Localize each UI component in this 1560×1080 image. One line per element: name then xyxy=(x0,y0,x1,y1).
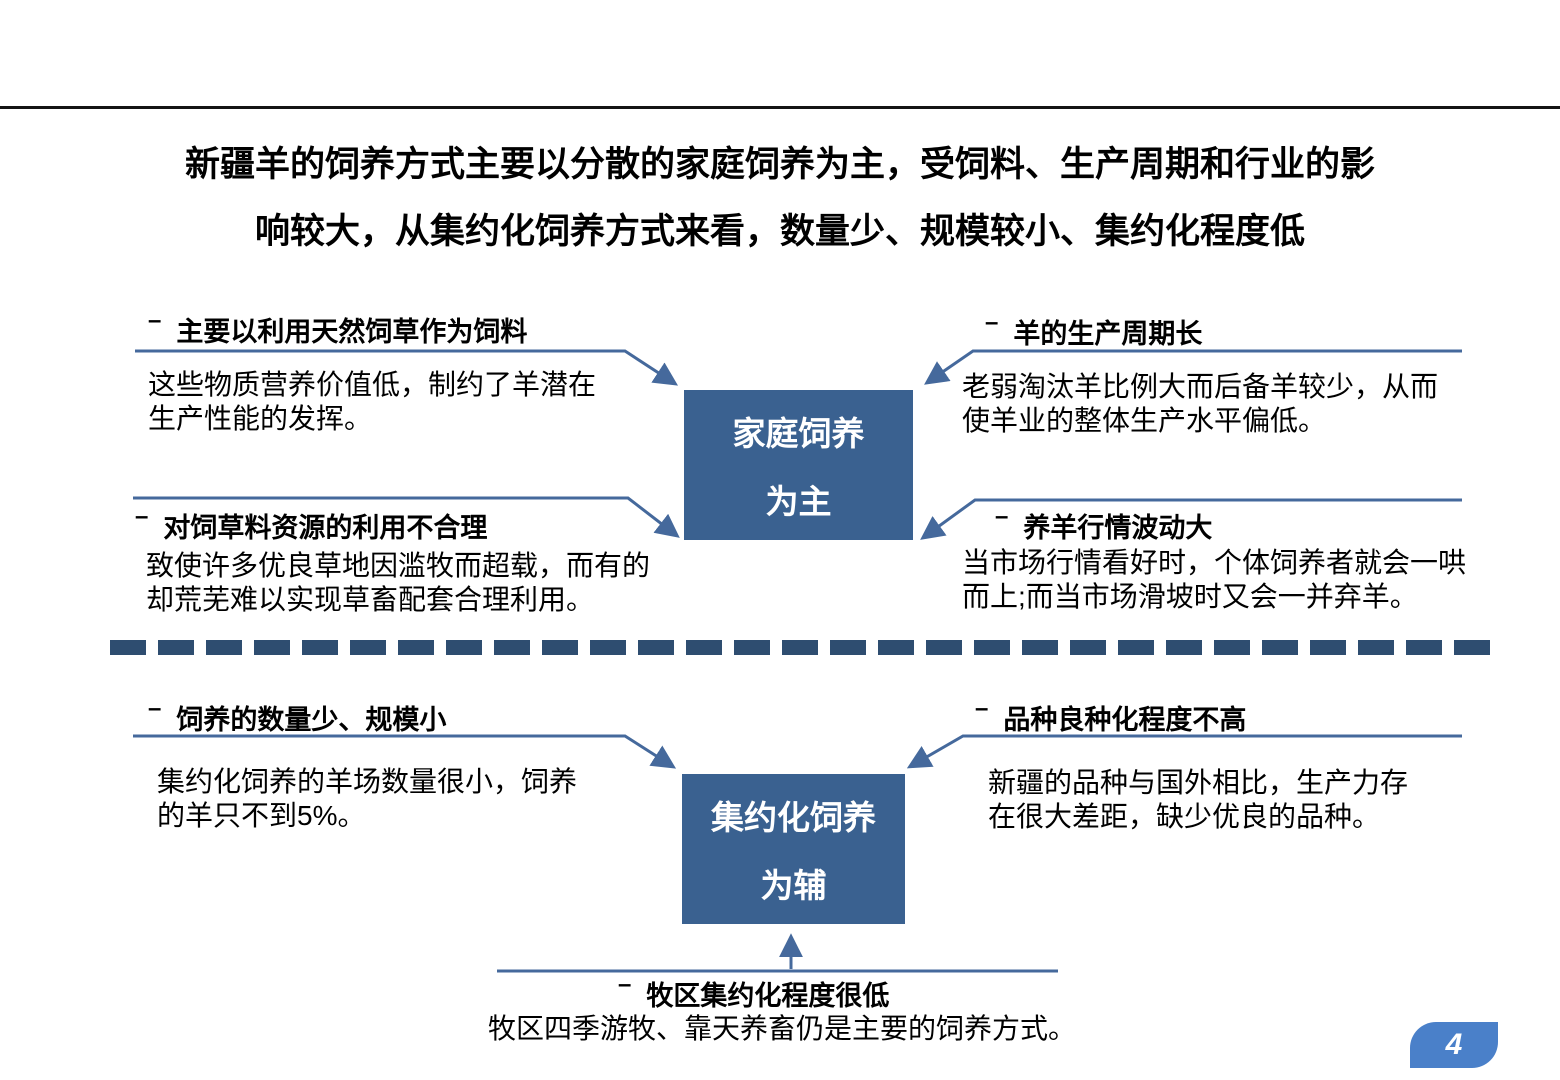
connector-arrow-mid-left xyxy=(133,496,680,538)
bullet-dash-icon: – xyxy=(995,503,1009,530)
callout-production-cycle-body: 老弱淘汰羊比例大而后备羊较少，从而使羊业的整体生产水平偏低。 xyxy=(962,371,1439,436)
callout-heading-label: 牧区集约化程度很低 xyxy=(646,981,890,1011)
callout-heading-label: 对饲草料资源的利用不合理 xyxy=(163,513,488,543)
connector-arrow-top-left xyxy=(135,349,679,386)
callout-forage-resource-heading: – 对饲草料资源的利用不合理 xyxy=(135,503,488,545)
slide-title-line2: 响较大，从集约化饲养方式来看，数量少、规模较小、集约化程度低 xyxy=(254,212,1305,251)
family-farming-box-line2: 为主 xyxy=(765,483,832,520)
callout-pastoral-area-body: 牧区四季游牧、靠天养畜仍是主要的饲养方式。 xyxy=(488,1013,1077,1044)
callout-forage-resource-body: 致使许多优良草地因滥牧而超载，而有的却荒芜难以实现草畜配套合理利用。 xyxy=(146,550,651,615)
intensive-farming-box-line2: 为辅 xyxy=(760,867,827,904)
callout-heading-label: 饲养的数量少、规模小 xyxy=(176,705,447,735)
connector-arrow-top-right xyxy=(924,349,1462,385)
callout-market-volatility-body: 当市场行情看好时，个体饲养者就会一哄而上;而当市场滑坡时又会一并弃羊。 xyxy=(962,547,1467,612)
connector-arrow-mid-right xyxy=(920,498,1462,540)
intensive-farming-box: 集约化饲养 为辅 xyxy=(682,774,905,924)
page-number-badge: 4 xyxy=(1410,1022,1498,1068)
callout-breed-improvement-heading: – 品种良种化程度不高 xyxy=(975,695,1247,737)
bullet-dash-icon: – xyxy=(985,309,999,336)
callout-breed-improvement-body: 新疆的品种与国外相比，生产力存在很大差距，缺少优良的品种。 xyxy=(988,767,1409,832)
callout-production-cycle-heading: – 羊的生产周期长 xyxy=(985,309,1203,351)
bullet-dash-icon: – xyxy=(618,971,632,998)
callout-small-scale-body: 集约化饲养的羊场数量很小，饲养的羊只不到5%。 xyxy=(157,766,578,831)
callout-natural-forage-heading: – 主要以利用天然饲草作为饲料 xyxy=(148,307,528,349)
callout-heading-label: 主要以利用天然饲草作为饲料 xyxy=(176,317,528,347)
bullet-dash-icon: – xyxy=(148,695,162,722)
page-number: 4 xyxy=(1445,1028,1463,1061)
callout-heading-label: 养羊行情波动大 xyxy=(1023,513,1213,543)
bullet-dash-icon: – xyxy=(135,503,149,530)
family-farming-box-line1: 家庭饲养 xyxy=(732,415,865,452)
callout-natural-forage-body: 这些物质营养价值低，制约了羊潜在生产性能的发挥。 xyxy=(148,369,597,434)
callout-heading-label: 羊的生产周期长 xyxy=(1013,319,1203,349)
slide-title-line1: 新疆羊的饲养方式主要以分散的家庭饲养为主，受饲料、生产周期和行业的影 xyxy=(184,145,1375,184)
callout-pastoral-area-heading: – 牧区集约化程度很低 xyxy=(618,971,890,1013)
callout-heading-label: 品种良种化程度不高 xyxy=(1003,705,1247,735)
bullet-dash-icon: – xyxy=(975,695,989,722)
connector-arrow-bottom-left xyxy=(133,734,677,769)
callout-market-volatility-heading: – 养羊行情波动大 xyxy=(995,503,1213,545)
dashed-section-divider xyxy=(110,640,1490,655)
slide-title: 新疆羊的饲养方式主要以分散的家庭饲养为主，受饲料、生产周期和行业的影 响较大，从… xyxy=(0,131,1560,265)
top-divider-rule xyxy=(0,106,1560,109)
family-farming-box: 家庭饲养 为主 xyxy=(684,390,913,540)
callout-small-scale-heading: – 饲养的数量少、规模小 xyxy=(148,695,447,737)
connector-arrow-bottom-right xyxy=(906,734,1462,769)
bullet-dash-icon: – xyxy=(148,307,162,334)
intensive-farming-box-line1: 集约化饲养 xyxy=(711,799,876,836)
